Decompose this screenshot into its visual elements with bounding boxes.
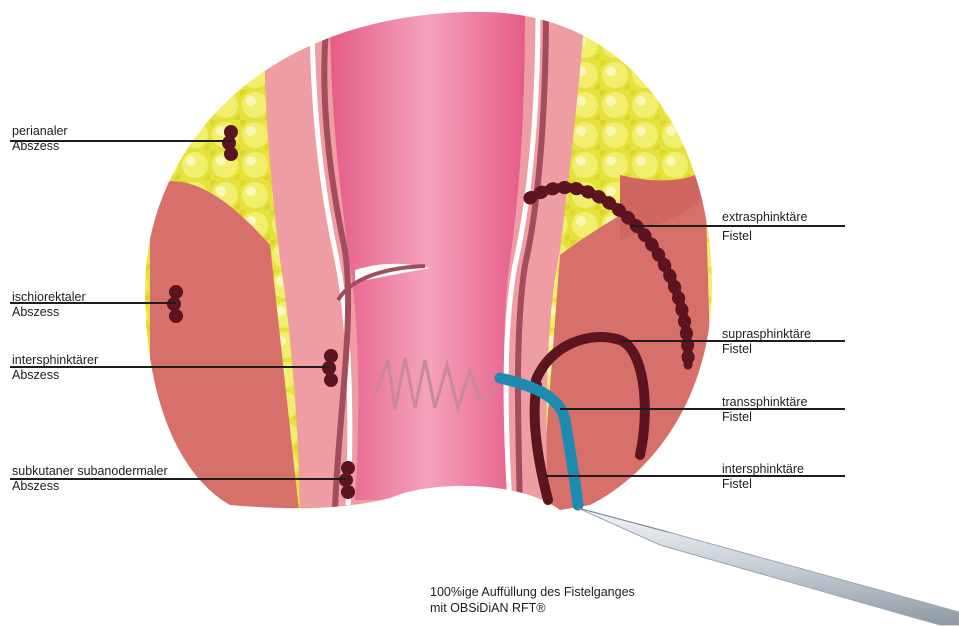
- label-suprasphinktaer-line1: suprasphinktäre: [722, 327, 811, 342]
- cross-section: [140, 10, 720, 520]
- applicator-needle: [578, 508, 959, 625]
- label-extrasphinktaer-line2: Fistel: [722, 229, 807, 244]
- label-extrasphinktaer-line1: extrasphinktäre: [722, 210, 807, 225]
- label-extrasphinktaer: extrasphinktäre Fistel: [722, 210, 807, 244]
- label-transsphinktaer-line1: transsphinktäre: [722, 395, 807, 410]
- label-suprasphinktaer: suprasphinktäre Fistel: [722, 327, 811, 357]
- caption: 100%ige Auffüllung des Fistelganges mit …: [430, 584, 635, 616]
- label-intersphinktaer-fistel-line2: Fistel: [722, 477, 804, 492]
- label-intersphinktaer-abszess: intersphinktärer Abszess: [12, 353, 98, 383]
- label-perianal-line1: perianaler: [12, 124, 68, 139]
- caption-line2: mit OBSiDiAN RFT®: [430, 600, 635, 616]
- label-ischiorektal-line1: ischiorektaler: [12, 290, 86, 305]
- label-transsphinktaer-line2: Fistel: [722, 410, 807, 425]
- label-transsphinktaer: transsphinktäre Fistel: [722, 395, 807, 425]
- label-perianal-line2: Abszess: [12, 139, 68, 154]
- label-suprasphinktaer-line2: Fistel: [722, 342, 811, 357]
- abscess-perianal: [222, 125, 238, 161]
- label-intersphinktaer-abszess-line2: Abszess: [12, 368, 98, 383]
- label-intersphinktaer-fistel: intersphinktäre Fistel: [722, 462, 804, 492]
- label-subkutan-line1: subkutaner subanodermaler: [12, 464, 168, 479]
- label-ischiorektal: ischiorektaler Abszess: [12, 290, 86, 320]
- label-subkutan: subkutaner subanodermaler Abszess: [12, 464, 168, 494]
- label-subkutan-line2: Abszess: [12, 479, 168, 494]
- caption-line1: 100%ige Auffüllung des Fistelganges: [430, 584, 635, 600]
- label-intersphinktaer-abszess-line1: intersphinktärer: [12, 353, 98, 368]
- rectal-lumen: [330, 10, 525, 500]
- label-perianal: perianaler Abszess: [12, 124, 68, 154]
- label-ischiorektal-line2: Abszess: [12, 305, 86, 320]
- label-intersphinktaer-fistel-line1: intersphinktäre: [722, 462, 804, 477]
